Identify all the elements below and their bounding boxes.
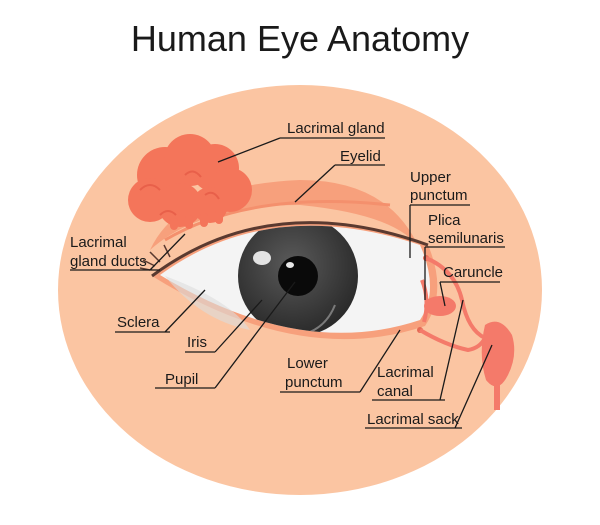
label-sclera: Sclera bbox=[117, 314, 160, 331]
upper-lash-line bbox=[151, 221, 429, 278]
pupil-shape bbox=[278, 256, 318, 296]
leader-upper-punctum bbox=[409, 204, 470, 258]
label-eyelid: Eyelid bbox=[340, 148, 381, 165]
label-plica-2: semilunaris bbox=[428, 230, 504, 247]
label-pupil: Pupil bbox=[165, 371, 198, 388]
lacrimal-canal-upper bbox=[425, 256, 486, 340]
label-gland-ducts-2: gland ducts bbox=[70, 253, 147, 270]
leader-eyelid bbox=[294, 164, 385, 203]
caruncle-shape bbox=[424, 296, 456, 316]
lacrimal-sack-shape bbox=[481, 321, 515, 387]
label-lower-punctum-2: punctum bbox=[285, 374, 343, 391]
label-lacrimal-canal-2: canal bbox=[377, 383, 413, 400]
lacrimal-canal-lower bbox=[418, 328, 487, 353]
label-lacrimal-gland: Lacrimal gland bbox=[287, 120, 385, 137]
leader-gland-ducts bbox=[70, 233, 186, 271]
label-gland-ducts-1: Lacrimal bbox=[70, 234, 127, 251]
label-lacrimal-canal-1: Lacrimal bbox=[377, 364, 434, 381]
label-caruncle: Caruncle bbox=[443, 264, 503, 281]
leader-lacrimal-canal bbox=[372, 299, 464, 401]
label-plica-1: Plica bbox=[428, 212, 461, 229]
leader-plica bbox=[424, 246, 505, 300]
leader-iris bbox=[185, 299, 263, 353]
lacrimal-gland-shape bbox=[128, 134, 252, 230]
leader-lower-punctum bbox=[280, 329, 401, 393]
plica-shape bbox=[420, 279, 429, 323]
leader-sclera bbox=[115, 289, 206, 333]
leader-lacrimal-gland bbox=[217, 137, 385, 163]
leader-lacrimal-sack bbox=[365, 344, 493, 429]
leader-caruncle bbox=[439, 281, 500, 307]
label-lower-punctum-1: Lower bbox=[287, 355, 328, 372]
label-upper-punctum-1: Upper bbox=[410, 169, 451, 186]
label-upper-punctum-2: punctum bbox=[410, 187, 468, 204]
label-iris: Iris bbox=[187, 334, 207, 351]
leader-pupil bbox=[155, 281, 296, 389]
diagram-title: Human Eye Anatomy bbox=[130, 18, 470, 59]
label-lacrimal-sack: Lacrimal sack bbox=[367, 411, 459, 428]
